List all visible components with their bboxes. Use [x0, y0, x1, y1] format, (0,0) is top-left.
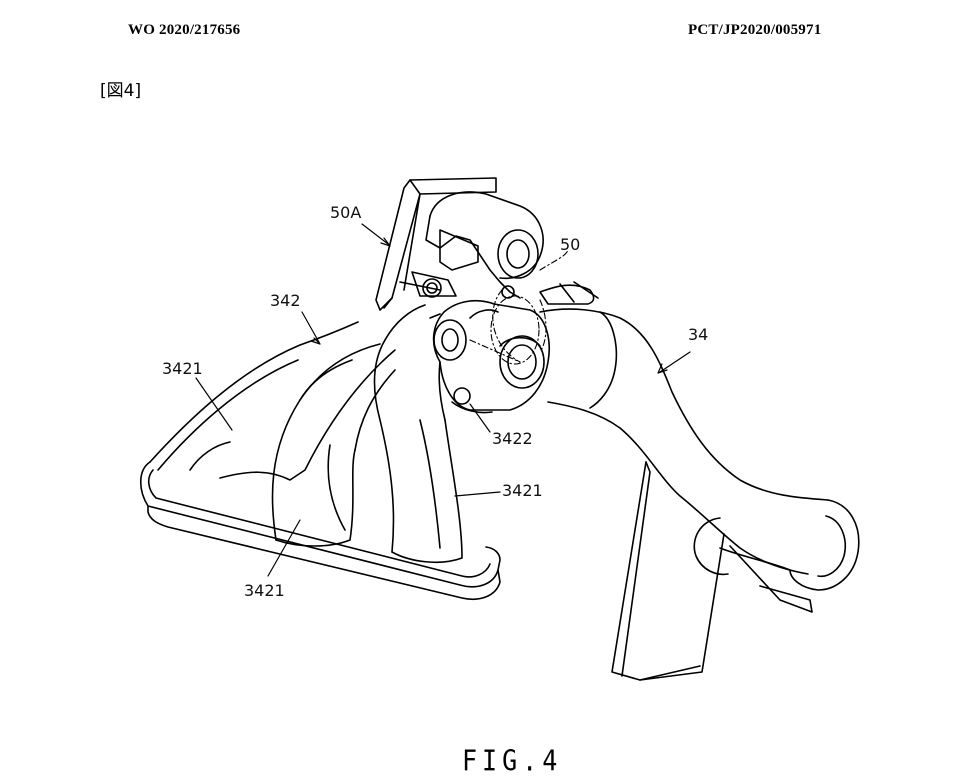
label-50a: 50A	[330, 203, 361, 222]
application-number: PCT/JP2020/005971	[688, 22, 822, 38]
leader-lines	[195, 223, 691, 577]
figure-caption: FIG.4	[462, 744, 563, 777]
branch-left	[149, 321, 396, 481]
figure-tag-label: 図4	[106, 81, 135, 101]
label-342: 342	[270, 291, 301, 310]
label-50: 50	[560, 235, 580, 254]
collector	[429, 299, 550, 414]
figure-tag-close-bracket: ]	[134, 81, 142, 101]
hidden-lines	[469, 249, 569, 365]
outlet-pipe	[539, 308, 860, 613]
figure-tag-open-bracket: [	[100, 81, 107, 101]
label-3421-front: 3421	[244, 581, 285, 600]
branch-right	[373, 304, 463, 564]
figure-tag: [図4]	[100, 76, 141, 101]
label-3421-left: 3421	[162, 359, 203, 378]
manifold-flange	[139, 461, 501, 600]
label-3421-right: 3421	[502, 481, 543, 500]
label-3422: 3422	[492, 429, 533, 448]
branch-front	[271, 343, 396, 547]
label-34: 34	[688, 325, 708, 344]
publication-number: WO 2020/217656	[128, 22, 241, 38]
support-bracket	[611, 461, 725, 681]
bracket-50a	[375, 177, 497, 311]
sensor-body	[399, 191, 599, 305]
